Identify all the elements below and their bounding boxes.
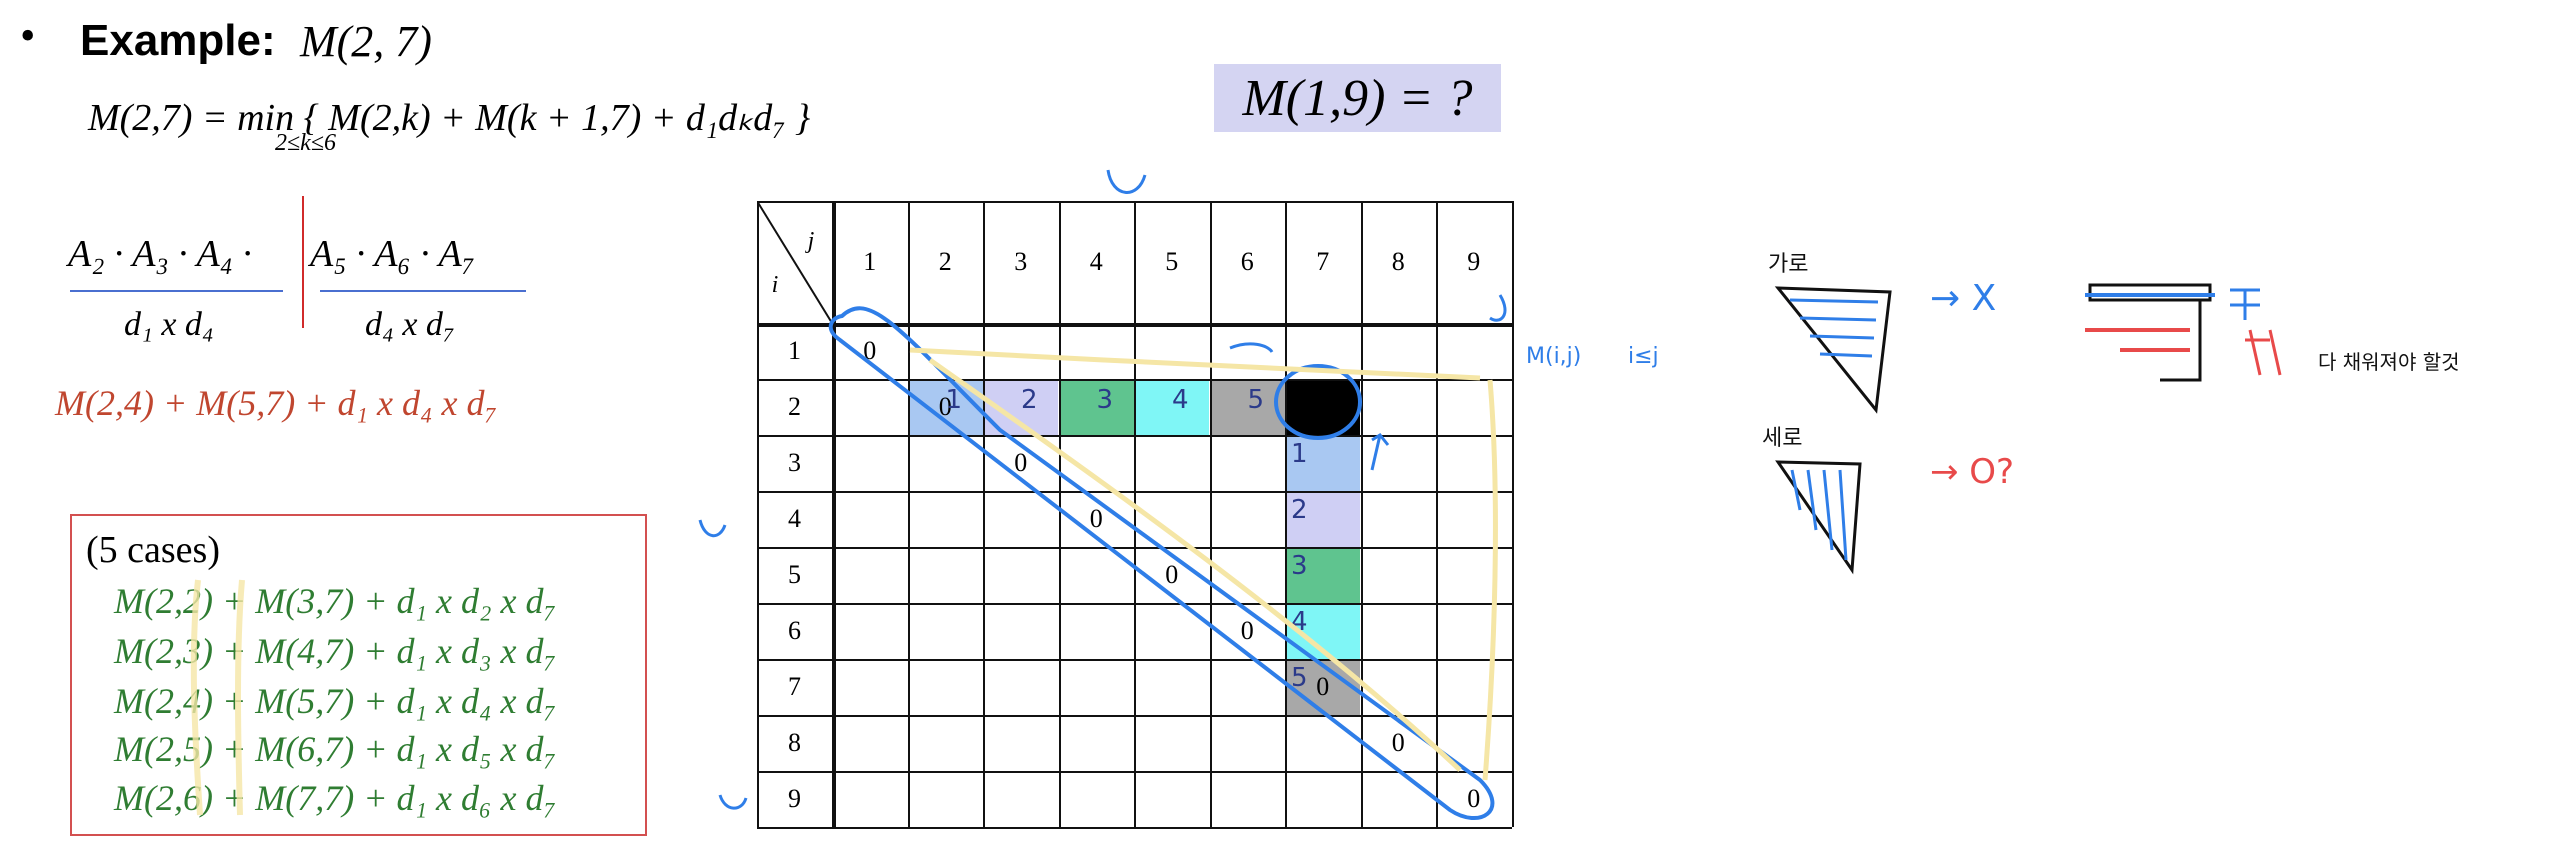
col-label: 1 (863, 247, 877, 276)
grid-line (983, 201, 985, 827)
grid-line (1511, 201, 1514, 827)
diagonal-zero: 0 (1240, 616, 1254, 645)
note-garo: 가로 (1768, 252, 1809, 277)
grid-line (757, 201, 1512, 203)
highlight-cell (1209, 379, 1285, 435)
formula-subscript: 2≤k≤6 (275, 130, 336, 156)
note-arrow-x: → X (1930, 278, 1997, 319)
example-expression: M(2, 7) (300, 17, 432, 66)
grid-line (757, 547, 1512, 549)
col-label: 8 (1391, 247, 1405, 276)
question-box: M(1,9) = ? (1214, 64, 1501, 132)
col-label: 2 (938, 247, 952, 276)
recurrence-formula: M(2,7) = min { M(2,k) + M(k + 1,7) + d₁d… (88, 97, 811, 139)
col-label: 9 (1467, 247, 1481, 276)
diagonal-zero: 0 (1165, 560, 1179, 589)
row-label: 9 (788, 784, 801, 813)
left-matrix-chain: A₂ · A₃ · A₄ · (68, 233, 252, 275)
diagonal-zero: 0 (1316, 672, 1330, 701)
row2-order-mark: 5 (1247, 385, 1265, 415)
diagonal-zero: 0 (1391, 728, 1405, 757)
note-i-le-j: i≤j (1628, 344, 1659, 369)
split-divider (302, 196, 304, 328)
highlight-cell (1285, 491, 1360, 547)
row-label: 4 (788, 504, 801, 533)
grid-line (1436, 201, 1438, 827)
grid-line (1360, 201, 1363, 827)
grid-line (757, 603, 1512, 605)
col7-order-mark: 2 (1291, 495, 1308, 525)
left-dimensions: d₁ x d₄ (124, 306, 214, 343)
row-label: 1 (788, 336, 801, 365)
highlight-strokes (190, 579, 245, 816)
note-korean: 다 채워져야 할것 (2318, 350, 2460, 374)
col7-order-mark: 5 (1291, 663, 1308, 693)
col-label: 7 (1316, 247, 1330, 276)
col-label: 3 (1014, 247, 1028, 276)
note-sero: 세로 (1762, 426, 1803, 451)
right-matrix-chain: A₅ · A₆ · A₇ (310, 233, 475, 275)
table-corner (756, 200, 833, 324)
right-underline (320, 290, 526, 292)
row-label: 2 (788, 392, 801, 421)
case-line: M(2,5) + M(6,7) + d₁ x d₅ x d₇ (114, 729, 557, 769)
note-mij: M(i,j) (1526, 344, 1582, 369)
case-line: M(2,4) + M(5,7) + d₁ x d₄ x d₇ (114, 681, 557, 721)
diagonal-zero: 0 (938, 392, 952, 421)
case-line: M(2,6) + M(7,7) + d₁ x d₆ x d₇ (114, 778, 557, 818)
highlight-cell (1134, 379, 1209, 435)
col-header-j: j (807, 227, 815, 254)
note-arrow-o: → O? (1930, 452, 2015, 492)
case-line: M(2,3) + M(4,7) + d₁ x d₃ x d₇ (114, 631, 557, 671)
row-label: 7 (788, 672, 801, 701)
col-label: 4 (1089, 247, 1103, 276)
row-label: 3 (788, 448, 801, 477)
row-label: 5 (788, 560, 801, 589)
cases-title: (5 cases) (86, 529, 220, 571)
grid-line (832, 201, 836, 827)
row2-order-mark: 2 (1021, 385, 1038, 415)
row-label: 6 (788, 616, 801, 645)
grid-line (907, 201, 910, 827)
grid-line (757, 715, 1512, 717)
example-label: Example: (80, 16, 276, 65)
case-line: M(2,2) + M(3,7) + d₁ x d₂ x d₇ (114, 581, 557, 621)
grid-line (757, 827, 1512, 829)
bullet: • (20, 11, 36, 60)
row-label: 8 (788, 728, 801, 757)
highlight-cell (1285, 547, 1360, 603)
diagonal-zero: 0 (1467, 784, 1481, 813)
grid-line (1209, 201, 1212, 827)
diagonal-zero: 0 (863, 336, 877, 365)
row2-order-mark: 3 (1096, 385, 1114, 415)
col7-order-mark: 3 (1291, 551, 1308, 581)
grid-line (1285, 201, 1287, 827)
highlight-cell (1058, 379, 1134, 435)
grid-line (1058, 201, 1061, 827)
row2-order-mark: 4 (1172, 385, 1189, 415)
left-underline (70, 290, 283, 292)
right-dimensions: d₄ x d₇ (365, 306, 455, 343)
grid-line (757, 201, 759, 827)
col-label: 5 (1165, 247, 1179, 276)
col-label: 6 (1240, 247, 1254, 276)
grid-line (1134, 201, 1136, 827)
row2-order-mark: 1 (945, 385, 963, 415)
grid-line (757, 659, 1512, 661)
highlight-cell (1285, 435, 1360, 491)
cases-box (70, 514, 647, 836)
grid-line (757, 771, 1512, 773)
row-header-i: i (771, 271, 779, 298)
split-cost-expression: M(2,4) + M(5,7) + d₁ x d₄ x d₇ (55, 383, 498, 423)
col7-order-mark: 1 (1291, 439, 1308, 469)
diagonal-zero: 0 (1014, 448, 1028, 477)
diagonal-zero: 0 (1089, 504, 1103, 533)
